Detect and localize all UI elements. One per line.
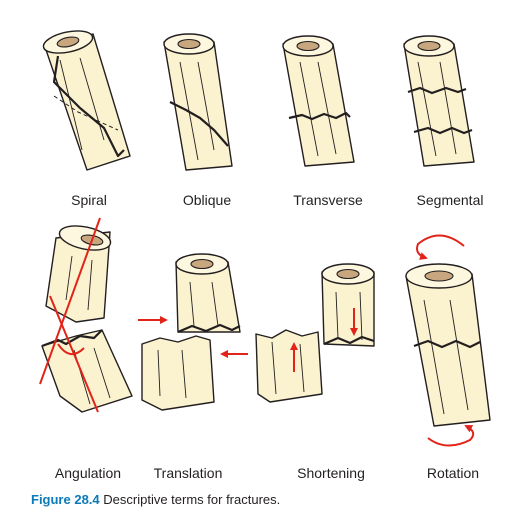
label-spiral: Spiral [71, 192, 107, 208]
oblique-fracture-bone [163, 33, 233, 171]
caption-text: Descriptive terms for fractures. [103, 492, 281, 507]
label-segmental: Segmental [416, 192, 484, 208]
segmental-fracture-bone [403, 35, 475, 167]
label-translation: Translation [153, 465, 223, 481]
translation-fracture-bone [138, 253, 248, 411]
figure-caption: Figure 28.4 Descriptive terms for fractu… [31, 492, 280, 508]
rotation-fracture-bone [405, 234, 491, 447]
label-oblique: Oblique [182, 192, 232, 208]
label-transverse: Transverse [293, 192, 363, 208]
label-shortening: Shortening [297, 465, 365, 481]
spiral-fracture-bone [42, 30, 131, 171]
transverse-fracture-bone [282, 35, 355, 167]
caption-number: Figure 28.4 [31, 492, 100, 507]
label-angulation: Angulation [54, 465, 122, 481]
label-rotation: Rotation [426, 465, 480, 481]
angulation-fracture-bone [39, 217, 133, 413]
shortening-fracture-bone [255, 263, 375, 403]
